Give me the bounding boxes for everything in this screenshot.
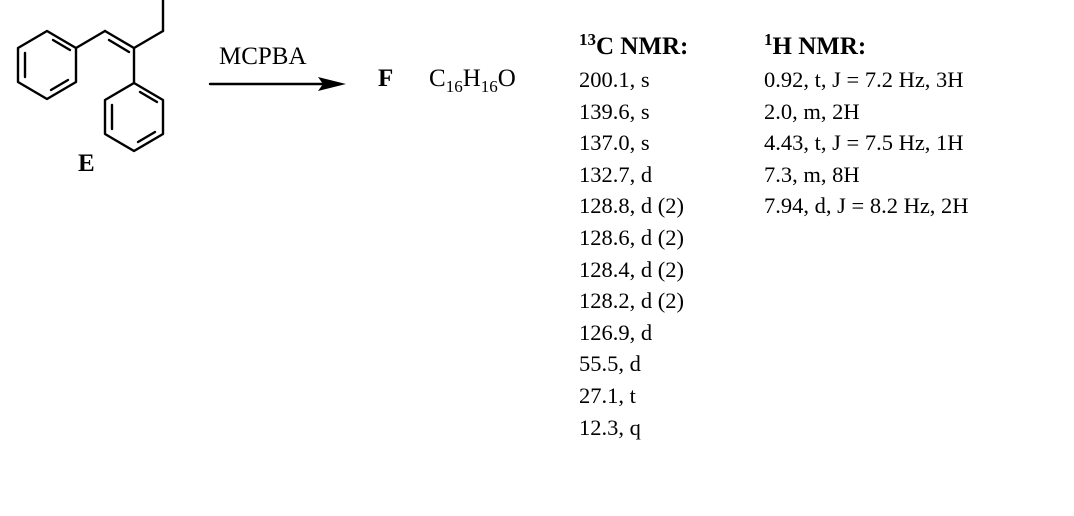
c13-peak: 55.5, d bbox=[579, 351, 641, 377]
c13-peak: 132.7, d bbox=[579, 161, 653, 187]
formula-h: H bbox=[462, 65, 481, 92]
c13-peak-list: 200.1, s 139.6, s 137.0, s 132.7, d 128.8, d… bbox=[579, 64, 684, 443]
c13-peak: 128.2, d (2) bbox=[579, 288, 684, 314]
c13-peak: 128.4, d (2) bbox=[579, 256, 684, 282]
left-phenyl-ring bbox=[16, 29, 78, 101]
starting-material-label: E bbox=[78, 150, 95, 177]
formula-c: C bbox=[429, 65, 446, 92]
c13-peak: 128.6, d (2) bbox=[579, 224, 684, 250]
reagent-label: MCPBA bbox=[219, 43, 307, 70]
c13-peak: 27.1, t bbox=[579, 382, 636, 408]
lower-phenyl-ring bbox=[103, 81, 165, 153]
ethyl-bond-1 bbox=[132, 29, 165, 50]
product-label: F bbox=[378, 65, 394, 92]
c13-peak: 12.3, q bbox=[579, 414, 641, 440]
molecular-formula: C16H16O bbox=[429, 65, 516, 96]
c13-header-title: C NMR: bbox=[596, 33, 689, 60]
reaction-arrow-head bbox=[318, 77, 346, 91]
h1-peak: 4.43, t, J = 7.5 Hz, 1H bbox=[764, 130, 964, 156]
formula-o: O bbox=[497, 65, 516, 92]
formula-c-count: 16 bbox=[445, 77, 463, 96]
h1-peak: 7.3, m, 8H bbox=[764, 161, 860, 187]
ring-to-vinyl-bond bbox=[74, 29, 107, 50]
c13-nmr-header: 13C NMR: bbox=[579, 30, 689, 61]
c13-peak: 139.6, s bbox=[579, 98, 650, 124]
left-ring-double-bond-2 bbox=[49, 78, 70, 92]
c13-peak: 200.1, s bbox=[579, 67, 650, 92]
lower-ring-double-bond-1 bbox=[138, 90, 159, 104]
h1-peak: 0.92, t, J = 7.2 Hz, 3H bbox=[764, 67, 964, 92]
h1-peak: 7.94, d, J = 8.2 Hz, 2H bbox=[764, 193, 969, 219]
h1-peak-list: 0.92, t, J = 7.2 Hz, 3H 2.0, m, 2H 4.43, t… bbox=[764, 64, 969, 222]
left-ring-double-bond-1 bbox=[51, 38, 72, 52]
c13-peak: 137.0, s bbox=[579, 130, 650, 156]
c13-peak: 128.8, d (2) bbox=[579, 193, 684, 219]
vinyl-double-bond-inner bbox=[107, 38, 131, 54]
h1-header-title: H NMR: bbox=[772, 33, 867, 60]
h1-header-sup: 1 bbox=[764, 30, 773, 49]
formula-h-count: 16 bbox=[480, 77, 498, 96]
lower-ring-double-bond-2 bbox=[136, 130, 157, 144]
c13-header-sup: 13 bbox=[579, 30, 596, 49]
h1-nmr-header: 1H NMR: bbox=[764, 30, 867, 61]
vinyl-double-bond bbox=[103, 29, 136, 50]
c13-peak: 126.9, d bbox=[579, 319, 653, 345]
h1-peak: 2.0, m, 2H bbox=[764, 98, 860, 124]
